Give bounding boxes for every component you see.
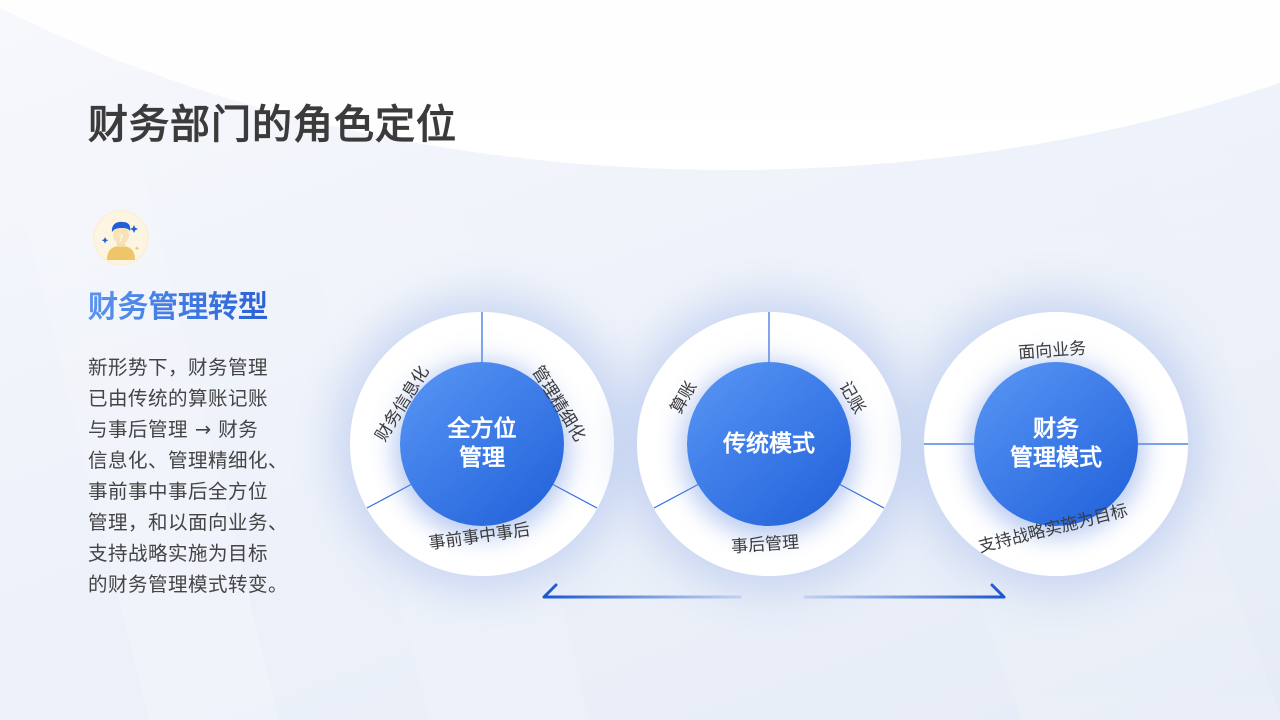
circle-full-management: 全方位 管理 财务信息化 管理精细化 事前事中事后 <box>350 312 614 576</box>
bracket-arrow-icon <box>542 583 1006 599</box>
description-line: 已由传统的算账记账 <box>88 387 269 410</box>
core-label: 全方位 <box>447 416 517 442</box>
description-paragraph: 新形势下，财务管理 已由传统的算账记账 与事后管理 → 财务 信息化、管理精细化… <box>88 352 318 600</box>
core-label: 财务 <box>1033 416 1079 442</box>
avatar: ? <box>93 210 149 266</box>
description-line: 与事后管理 → 财务 <box>88 418 259 441</box>
section-heading: 财务管理转型 <box>88 282 268 326</box>
circle-core: 财务 管理模式 <box>974 362 1138 526</box>
svg-text:?: ? <box>119 234 124 244</box>
description-line: 管理，和以面向业务、 <box>88 511 289 534</box>
circle-core: 全方位 管理 <box>400 362 564 526</box>
segment-dividers <box>653 312 885 509</box>
segment-dividers <box>924 443 1188 445</box>
transition-connector <box>540 580 1010 604</box>
description-line: 新形势下，财务管理 <box>88 356 269 379</box>
core-label: 传统模式 <box>723 430 815 457</box>
circle-core: 传统模式 <box>687 362 851 526</box>
description-line: 信息化、管理精细化、 <box>88 449 289 472</box>
segment-label: 事后管理 <box>730 532 800 558</box>
segment-dividers <box>366 312 598 509</box>
core-label: 管理 <box>459 445 505 471</box>
description-line: 支持战略实施为目标 <box>88 542 269 565</box>
description-line: 的财务管理模式转变。 <box>88 573 289 596</box>
page-title: 财务部门的角色定位 <box>88 102 457 148</box>
segment-label: 面向业务 <box>1017 338 1087 364</box>
core-label: 管理模式 <box>1010 445 1102 471</box>
description-line: 事前事中事后全方位 <box>88 480 269 503</box>
circle-traditional-mode: 传统模式 算账 记账 事后管理 <box>637 312 901 576</box>
circle-financial-management-mode: 财务 管理模式 面向业务 支持战略实施为目标 <box>924 312 1188 576</box>
thinking-person-icon: ? <box>101 221 140 260</box>
